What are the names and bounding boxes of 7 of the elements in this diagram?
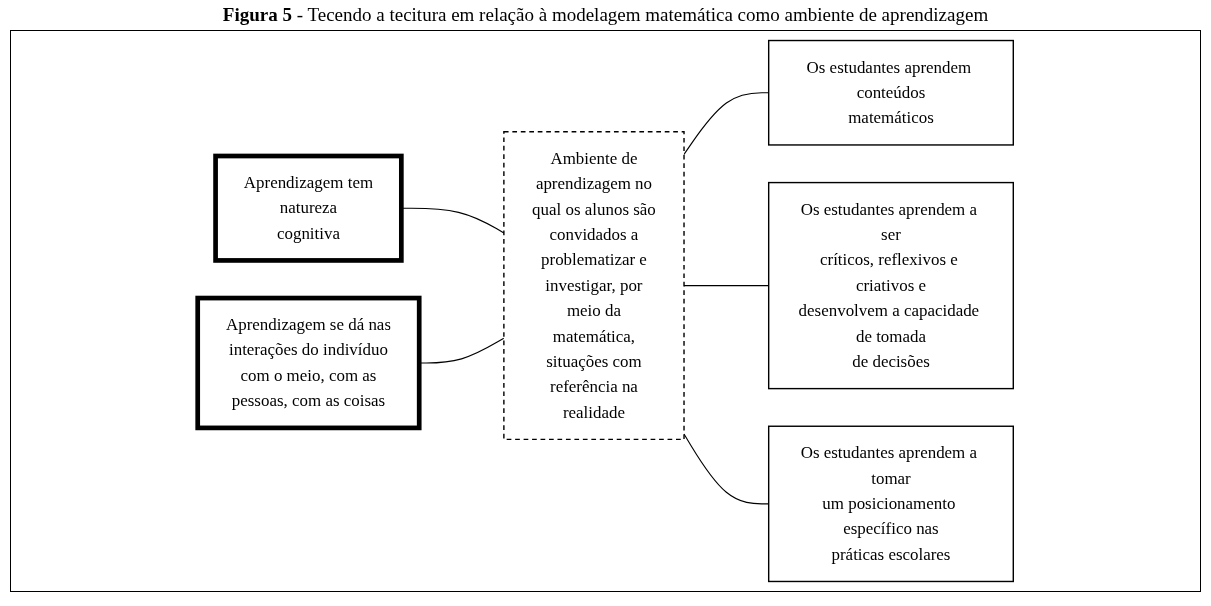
figure-title: Figura 5 - Tecendo a tecitura em relação à modelagem matemática como ambiente de aprendizagem [221,4,990,26]
node-box: Ambiente de aprendizagem no qual os alunos são convidados a problematizar e investigar, por meio da matemática, situações com referência na realidade [503,131,685,441]
node-box: Os estudantes aprendem a ser críticos, reflexivos e criativos e desenvolvem a capacidade de tomada de decisões [768,181,1014,390]
node-box: Os estudantes aprendem conteúdos matemáticos [768,39,1014,146]
node-box: Os estudantes aprendem a tomar um posicionamento específico nas práticas escolares [768,425,1014,583]
node-box: Aprendizagem tem natureza cognitiva [213,153,404,263]
node-box: Aprendizagem se dá nas interações do indivíduo com o meio, com as pessoas, com as coisas [195,295,422,431]
